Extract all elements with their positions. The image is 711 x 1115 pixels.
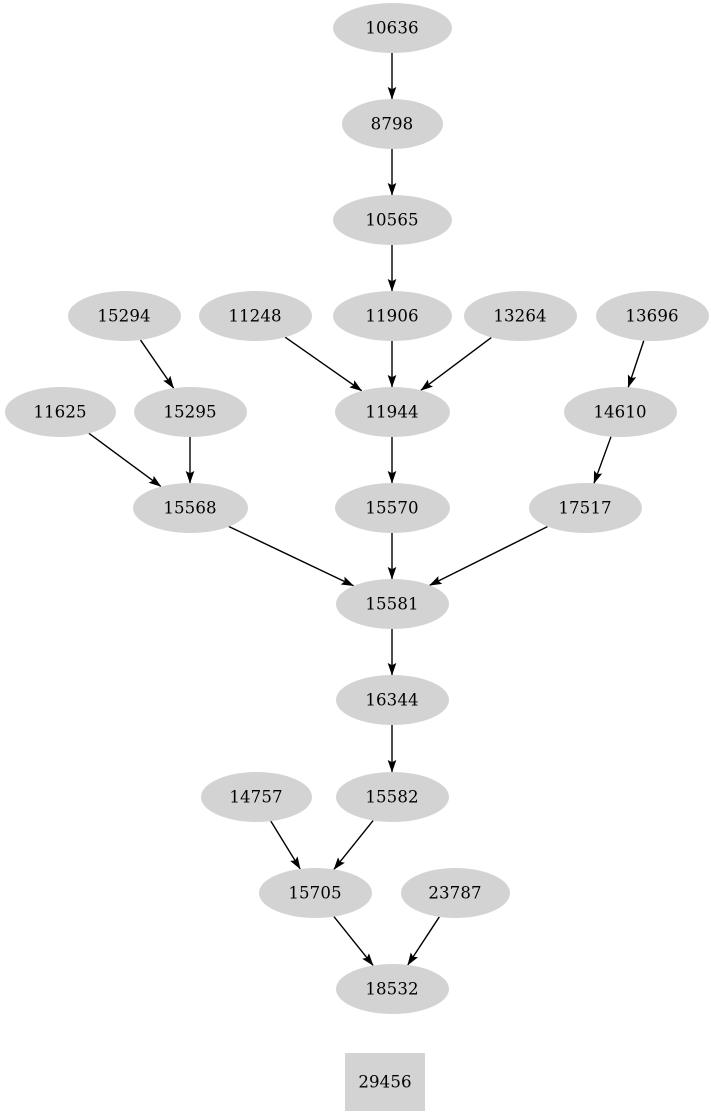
graph-node-label: 14610 <box>593 402 647 422</box>
graph-node-11944[interactable]: 11944 <box>334 387 450 437</box>
graph-node-15705[interactable]: 15705 <box>258 868 372 918</box>
graph-node-29456[interactable]: 29456 <box>345 1053 425 1111</box>
graph-edge-13264-to-11944 <box>420 336 492 391</box>
graph-node-label: 13696 <box>625 306 679 326</box>
graph-node-18532[interactable]: 18532 <box>335 964 449 1014</box>
graph-node-label: 10565 <box>365 210 419 230</box>
graph-node-label: 15705 <box>288 883 342 903</box>
graph-node-10636[interactable]: 10636 <box>332 3 452 53</box>
graph-node-label: 15295 <box>163 402 217 422</box>
graph-node-15570[interactable]: 15570 <box>334 483 450 533</box>
graph-edge-13696-to-14610 <box>627 340 645 388</box>
graph-edge-15582-to-15705 <box>333 820 374 870</box>
graph-node-label: 29456 <box>358 1072 412 1092</box>
graph-node-11906[interactable]: 11906 <box>332 291 452 341</box>
graph-node-15581[interactable]: 15581 <box>335 579 449 629</box>
graph-node-label: 8798 <box>370 114 414 134</box>
graph-node-label: 15581 <box>365 594 419 614</box>
graph-node-13696[interactable]: 13696 <box>595 291 709 341</box>
graph-edge-17517-to-15581 <box>429 526 548 586</box>
graph-node-13264[interactable]: 13264 <box>463 291 577 341</box>
graph-node-10565[interactable]: 10565 <box>332 195 452 245</box>
graph-node-label: 16344 <box>365 690 419 710</box>
graph-node-14610[interactable]: 14610 <box>563 387 677 437</box>
graph-node-label: 10636 <box>365 18 419 38</box>
graph-edge-15294-to-15295 <box>139 339 175 389</box>
graph-node-label: 15568 <box>163 498 217 518</box>
graph-edge-14610-to-17517 <box>593 436 612 484</box>
graph-edge-14757-to-15705 <box>270 820 301 870</box>
graph-node-15295[interactable]: 15295 <box>133 387 247 437</box>
graph-node-11248[interactable]: 11248 <box>198 291 312 341</box>
graph-edge-23787-to-18532 <box>407 916 440 966</box>
graph-node-label: 14757 <box>229 787 283 807</box>
graph-node-16344[interactable]: 16344 <box>335 675 449 725</box>
graph-node-14757[interactable]: 14757 <box>200 772 312 822</box>
graph-node-8798[interactable]: 8798 <box>341 99 443 149</box>
graph-edge-11248-to-11944 <box>284 336 363 392</box>
graph-node-label: 15294 <box>97 306 151 326</box>
graph-node-23787[interactable]: 23787 <box>400 868 510 918</box>
graph-node-label: 18532 <box>365 979 419 999</box>
graph-node-label: 11625 <box>33 402 87 422</box>
graph-node-label: 13264 <box>493 306 547 326</box>
graph-edge-15568-to-15581 <box>228 525 355 587</box>
graph-node-15582[interactable]: 15582 <box>335 772 449 822</box>
graph-node-label: 23787 <box>428 883 482 903</box>
graph-node-label: 17517 <box>558 498 612 518</box>
graph-node-15294[interactable]: 15294 <box>67 291 181 341</box>
graph-node-11625[interactable]: 11625 <box>4 387 116 437</box>
graph-node-15568[interactable]: 15568 <box>132 483 248 533</box>
graph-node-label: 11248 <box>228 306 282 326</box>
graph-node-label: 15570 <box>365 498 419 518</box>
graph-node-label: 11906 <box>365 306 419 326</box>
graph-node-17517[interactable]: 17517 <box>528 483 642 533</box>
graph-edge-11625-to-15568 <box>88 432 162 488</box>
graph-edge-15705-to-18532 <box>333 916 374 966</box>
graph-node-label: 11944 <box>365 402 419 422</box>
graph-node-label: 15582 <box>365 787 419 807</box>
